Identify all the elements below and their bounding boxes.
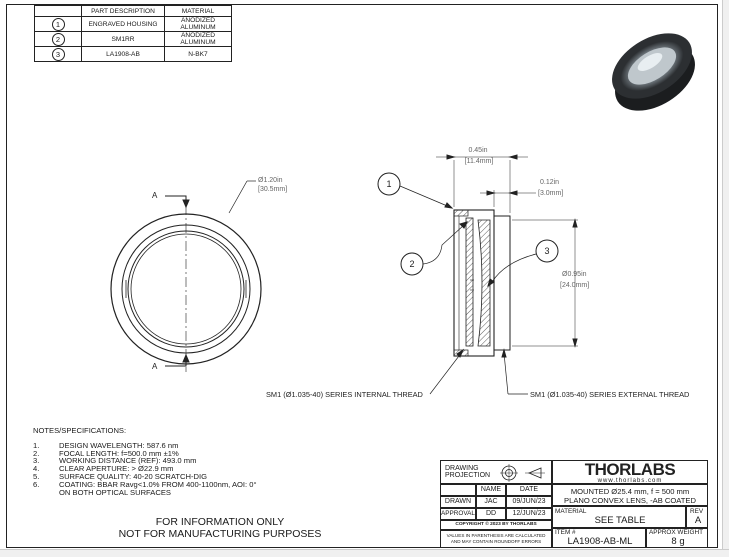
part-number-bubble: 2 — [51, 32, 65, 46]
part-number-bubble: 3 — [51, 47, 65, 61]
thorlabs-logo: THORLABS — [584, 460, 676, 479]
drawn-name: JAC — [476, 496, 506, 508]
section-label-bottom: A — [152, 362, 158, 371]
title-line-2: PLANO CONVEX LENS, -AB COATED — [564, 496, 696, 505]
table-row: 1 ENGRAVED HOUSING ANODIZED ALUMINUM — [34, 16, 232, 32]
list-item: 4. CLEAR APERTURE: > Ø22.9 mm — [33, 465, 257, 473]
parts-table: PART DESCRIPTION MATERIAL 1 ENGRAVED HOU… — [34, 5, 232, 62]
disclaimer: FOR INFORMATION ONLY NOT FOR MANUFACTURI… — [100, 516, 340, 540]
projection-cell: DRAWING PROJECTION — [440, 460, 552, 484]
note-text: DESIGN WAVELENGTH: 587.6 nm — [59, 440, 179, 450]
item-label: ITEM # — [555, 529, 576, 536]
note-number: 3. — [33, 456, 40, 466]
front-diameter-mm: [30.5mm] — [258, 186, 287, 193]
row-num-cell: 3 — [34, 46, 82, 62]
material-value: SEE TABLE — [594, 515, 646, 526]
dim-small-in: 0.12in — [540, 179, 559, 186]
note-text: COATING: BBAR Ravg<1.0% FROM 400-1100nm,… — [59, 479, 257, 489]
internal-thread-label: SM1 (Ø1.035-40) SERIES INTERNAL THREAD — [266, 390, 423, 399]
drawn-date: 09/JUN/23 — [506, 496, 552, 508]
disclaimer-line-2: NOT FOR MANUFACTURING PURPOSES — [118, 527, 322, 540]
projection-symbol-icon — [500, 464, 545, 482]
weight-label: APPROX WEIGHT — [649, 529, 703, 536]
drawn-label: DRAWN — [440, 496, 476, 508]
list-item: 1. DESIGN WAVELENGTH: 587.6 nm — [33, 440, 257, 450]
part-number-bubble: 1 — [51, 17, 65, 31]
weight-cell: APPROX WEIGHT 8 g — [646, 528, 708, 548]
note-number — [33, 489, 59, 497]
note-number: 5. — [33, 471, 40, 481]
dim-top-mm: [11.4mm] — [465, 158, 494, 165]
page-edge-bottom — [0, 549, 729, 557]
note-number: 1. — [33, 440, 40, 450]
drawing-title: MOUNTED Ø25.4 mm, f = 500 mm PLANO CONVE… — [552, 484, 708, 506]
projection-label-2: PROJECTION — [445, 472, 491, 479]
material-cell: MATERIAL SEE TABLE — [552, 506, 686, 528]
list-item: 6. COATING: BBAR Ravg<1.0% FROM 400-1100n… — [33, 479, 257, 489]
dim-dia-in: Ø0.95in — [562, 271, 587, 278]
title-block: DRAWING PROJECTION NAME DATE DRAWN JAC 0… — [440, 460, 708, 548]
rev-value: A — [694, 515, 702, 526]
dim-top-in: 0.45in — [468, 147, 487, 154]
rev-label: REV — [690, 508, 704, 515]
approval-name: DD — [476, 508, 506, 520]
lens-render-image — [612, 33, 695, 111]
callout-1: 1 — [386, 179, 391, 189]
list-item: 2. FOCAL LENGTH: f=500.0 mm ±1% — [33, 448, 257, 458]
table-row: 3 LA1908-AB N-BK7 — [34, 46, 232, 62]
list-item: ON BOTH OPTICAL SURFACES — [33, 487, 257, 497]
note-number: 6. — [33, 479, 40, 489]
disclaimer-line-1: FOR INFORMATION ONLY — [155, 516, 285, 528]
external-thread-label: SM1 (Ø1.035-40) SERIES EXTERNAL THREAD — [530, 390, 689, 399]
section-label-top: A — [152, 191, 158, 200]
rev-cell: REV A — [686, 506, 708, 528]
table-row: 2 SM1RR ANODIZED ALUMINUM — [34, 31, 232, 47]
notes-block: NOTES/SPECIFICATIONS: 1. DESIGN WAVELENGT… — [33, 427, 257, 496]
dim-small-mm: [3.0mm] — [538, 190, 563, 197]
drawing-border — [6, 4, 718, 548]
note-text: CLEAR APERTURE: > Ø22.9 mm — [59, 464, 174, 474]
values-note-2: AND MAY CONTAIN ROUNDOFF ERRORS — [450, 539, 542, 544]
note-text: WORKING DISTANCE (REF): 493.0 mm — [59, 456, 197, 466]
date-header: DATE — [506, 484, 552, 496]
note-text: SURFACE QUALITY: 40-20 SCRATCH-DIG — [59, 471, 207, 481]
approval-label: APPROVAL — [440, 508, 476, 520]
values-note: VALUES IN PARENTHESIS ARE CALCULATED AND… — [440, 530, 552, 548]
note-text: FOCAL LENGTH: f=500.0 mm ±1% — [59, 448, 179, 458]
note-number: 4. — [33, 464, 40, 474]
name-header: NAME — [476, 484, 506, 496]
page-edge-right — [722, 0, 729, 556]
section-view — [377, 154, 578, 395]
notes-heading: NOTES/SPECIFICATIONS: — [33, 426, 127, 435]
item-value: LA1908-AB-ML — [567, 536, 633, 547]
blank-header-cell — [440, 484, 476, 496]
note-number: 2. — [33, 448, 40, 458]
projection-label-1: DRAWING — [445, 465, 479, 472]
list-item: 3. WORKING DISTANCE (REF): 493.0 mm — [33, 457, 257, 465]
front-diameter-in: Ø1.20in — [258, 177, 283, 184]
front-view — [110, 180, 262, 372]
item-cell: ITEM # LA1908-AB-ML — [552, 528, 646, 548]
callout-2: 2 — [409, 259, 414, 269]
approval-date: 12/JUN/23 — [506, 508, 552, 520]
dim-dia-mm: [24.0mm] — [560, 282, 589, 289]
note-text: ON BOTH OPTICAL SURFACES — [59, 487, 171, 497]
website: www.thorlabs.com — [597, 478, 663, 484]
logo-cell: THORLABS www.thorlabs.com — [552, 460, 708, 484]
list-item: 5. SURFACE QUALITY: 40-20 SCRATCH-DIG — [33, 473, 257, 481]
title-line-1: MOUNTED Ø25.4 mm, f = 500 mm — [570, 487, 690, 496]
material-label: MATERIAL — [555, 508, 587, 515]
values-note-1: VALUES IN PARENTHESIS ARE CALCULATED — [446, 533, 546, 538]
callout-3: 3 — [544, 246, 549, 256]
weight-value: 8 g — [671, 536, 685, 547]
part-material: N-BK7 — [164, 46, 232, 62]
copyright: COPYRIGHT © 2023 BY THORLABS — [440, 520, 552, 530]
